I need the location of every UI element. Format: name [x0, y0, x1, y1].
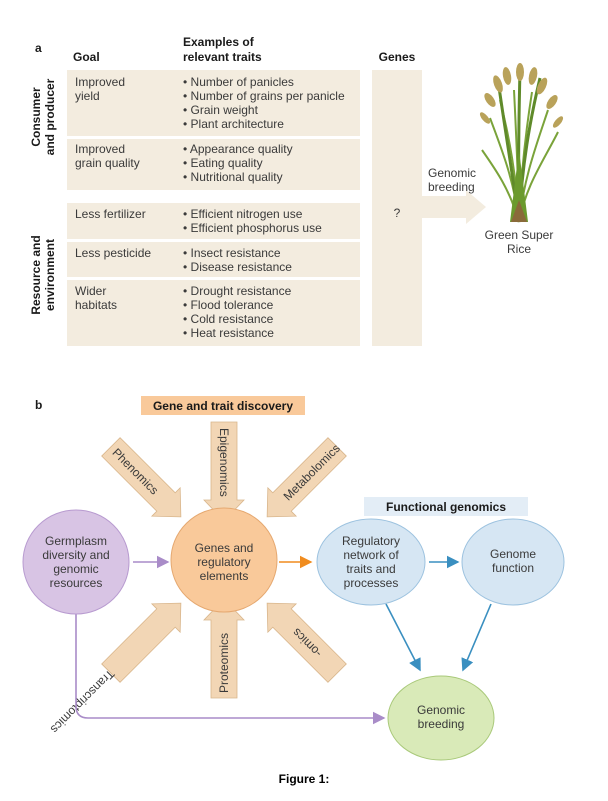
table-row [67, 139, 360, 190]
goal-label: grain quality [75, 156, 140, 170]
svg-text:environment: environment [43, 239, 57, 311]
goal-label: yield [75, 89, 100, 103]
discovery-title: Gene and trait discovery [153, 399, 293, 413]
trait-list: • Insect resistance • Disease resistance [183, 246, 292, 274]
svg-text:• Flood tolerance: • Flood tolerance [183, 298, 274, 312]
svg-text:• Plant architecture: • Plant architecture [183, 117, 284, 131]
svg-text:• Efficient phosphorus use: • Efficient phosphorus use [183, 221, 322, 235]
svg-text:network of: network of [343, 548, 399, 562]
svg-text:function: function [492, 561, 534, 575]
header-traits-1: Examples of [183, 35, 255, 49]
svg-text:• Number of panicles: • Number of panicles [183, 75, 294, 89]
header-traits-2: relevant traits [183, 50, 262, 64]
panel-b-label: b [35, 398, 42, 412]
omics-arrow-omics: -omics [266, 602, 347, 683]
svg-text:Consumer: Consumer [29, 87, 43, 147]
header-goal: Goal [73, 50, 100, 64]
svg-text:• Nutritional quality: • Nutritional quality [183, 170, 283, 184]
svg-text:Resource and: Resource and [29, 235, 43, 314]
genes-column [372, 70, 422, 346]
svg-text:• Heat resistance: • Heat resistance [183, 326, 274, 340]
trait-list: • Efficient nitrogen use • Efficient pho… [183, 207, 322, 235]
node-germplasm: Germplasm diversity and genomic resource… [22, 509, 130, 615]
svg-text:• Drought resistance: • Drought resistance [183, 284, 292, 298]
function-to-breeding-arrow [461, 603, 492, 672]
goal-label: Less pesticide [75, 246, 151, 260]
table-row [67, 242, 360, 277]
node-genes: Genes and regulatory elements [170, 507, 278, 613]
genomic-breeding-arrow [422, 190, 486, 224]
header-genes: Genes [379, 50, 416, 64]
svg-text:diversity and: diversity and [42, 548, 109, 562]
functional-title: Functional genomics [386, 500, 506, 514]
table-row [67, 70, 360, 136]
svg-text:genomic: genomic [53, 562, 98, 576]
svg-text:processes: processes [344, 576, 399, 590]
svg-text:• Appearance quality: • Appearance quality [183, 142, 293, 156]
svg-text:Genes and: Genes and [195, 541, 254, 555]
rice-plant-icon [479, 63, 564, 223]
table-row [67, 203, 360, 239]
germplasm-to-breeding-arrow [75, 612, 386, 725]
arrow-label: breeding [428, 180, 475, 194]
panel-a-label: a [35, 41, 42, 55]
svg-text:• Eating quality: • Eating quality [183, 156, 263, 170]
goal-label: Improved [75, 142, 125, 156]
node-genome-function: Genome function [461, 518, 565, 606]
group-label-resource: Resource and environment [29, 235, 57, 314]
svg-text:• Cold resistance: • Cold resistance [183, 312, 274, 326]
omics-arrow-phenomics: Phenomics [101, 437, 182, 518]
trait-list: • Drought resistance • Flood tolerance •… [183, 284, 292, 340]
figure-caption: Figure 1: [278, 772, 330, 786]
trait-list: • Appearance quality • Eating quality • … [183, 142, 293, 184]
network-to-breeding-arrow [385, 603, 421, 672]
svg-text:regulatory: regulatory [197, 555, 250, 569]
goal-label: Wider [75, 284, 106, 298]
group-label-consumer: Consumer and producer [29, 78, 57, 155]
omics-arrow-proteomics: Proteomics [203, 598, 245, 699]
svg-text:• Disease resistance: • Disease resistance [183, 260, 292, 274]
svg-text:• Grain weight: • Grain weight [183, 103, 259, 117]
svg-text:and producer: and producer [43, 78, 57, 155]
omics-arrow-metabolomics: Metabolomics [266, 437, 347, 518]
svg-text:• Number of grains per panicle: • Number of grains per panicle [183, 89, 345, 103]
functional-title-box [364, 497, 528, 516]
svg-text:Proteomics: Proteomics [217, 633, 231, 693]
node-regulatory-network: Regulatory network of traits and process… [316, 518, 426, 606]
svg-text:• Efficient nitrogen use: • Efficient nitrogen use [183, 207, 303, 221]
svg-text:Germplasm: Germplasm [45, 534, 107, 548]
svg-text:elements: elements [200, 569, 249, 583]
svg-text:• Insect resistance: • Insect resistance [183, 246, 281, 260]
svg-text:Regulatory: Regulatory [342, 534, 400, 548]
rice-label: Green Super [485, 228, 554, 242]
figure-canvas: a Goal Examples of relevant traits Genes… [22, 35, 565, 761]
svg-text:Genome: Genome [490, 547, 536, 561]
node-genomic-breeding: Genomic breeding [387, 675, 495, 761]
svg-text:traits and: traits and [346, 562, 395, 576]
goal-label: Improved [75, 75, 125, 89]
svg-text:breeding: breeding [418, 717, 465, 731]
svg-text:resources: resources [50, 576, 103, 590]
omics-arrow-epigenomics: Epigenomics [203, 421, 245, 522]
arrow-label: Genomic [428, 166, 476, 180]
svg-text:Genomic: Genomic [417, 703, 465, 717]
table-row [67, 280, 360, 346]
svg-text:Metabolomics: Metabolomics [281, 441, 343, 503]
trait-list: • Number of panicles • Number of grains … [183, 75, 345, 131]
goal-label: habitats [75, 298, 117, 312]
rice-label: Rice [507, 242, 531, 256]
svg-text:Epigenomics: Epigenomics [217, 428, 231, 497]
svg-text:Transcriptomics: Transcriptomics [48, 667, 117, 736]
genes-question-mark: ? [394, 206, 401, 220]
goal-label: Less fertilizer [75, 207, 146, 221]
discovery-title-box [141, 396, 305, 415]
